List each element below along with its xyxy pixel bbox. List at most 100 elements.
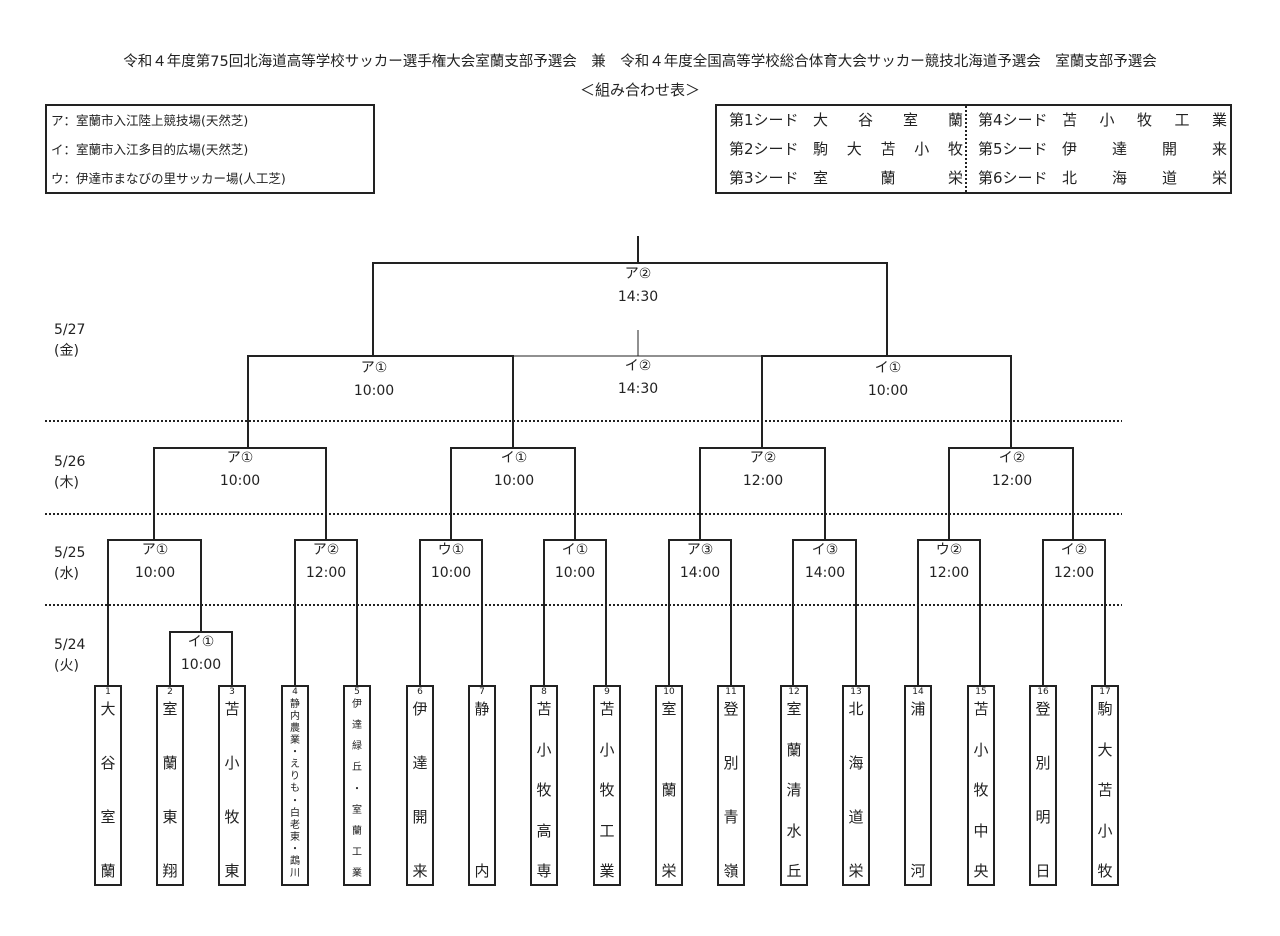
match-time: 10:00 xyxy=(554,565,596,581)
match-venue: ア② xyxy=(312,542,340,558)
match-venue: ア③ xyxy=(686,542,714,558)
match-time: 14:00 xyxy=(679,565,721,581)
team-16: 16 登別明日 xyxy=(1029,685,1057,886)
team-8: 8 苫小牧高専 xyxy=(530,685,558,886)
team-name-char: 苫 xyxy=(536,700,552,718)
team-name-char: 蘭 xyxy=(162,754,178,772)
match-venue: ア② xyxy=(624,266,652,282)
match-venue: ウ① xyxy=(437,542,465,558)
match-time: 12:00 xyxy=(928,565,970,581)
team-name-char: 央 xyxy=(973,862,989,880)
qf-line xyxy=(153,447,327,540)
team-name-char: 栄 xyxy=(848,862,864,880)
team-name-char: 道 xyxy=(848,808,864,826)
team-name-char: 高 xyxy=(536,821,552,840)
seed-label: 第2シード xyxy=(729,140,799,158)
team-name-char: 浦 xyxy=(910,700,926,718)
team-number: 1 xyxy=(105,687,111,697)
date-5-27: 5/27 (金) xyxy=(54,320,85,362)
match-r8: イ② 12:00 xyxy=(1029,539,1119,585)
team-name-char: え xyxy=(290,759,300,771)
seed-table: 第1シード 大谷室蘭 第2シード 駒大苫小牧 第3シード 室蘭栄 第4シード 苫… xyxy=(715,104,1232,194)
team-10: 10 室蘭栄 xyxy=(655,685,683,886)
team-name-char: 大 xyxy=(100,700,116,718)
team-name-char: 別 xyxy=(1035,754,1051,772)
match-time: 10:00 xyxy=(353,383,395,399)
qf-line xyxy=(699,447,826,540)
team-name-char: 達 xyxy=(412,754,428,772)
team-name-char: 翔 xyxy=(162,862,178,880)
team-name-char: 工 xyxy=(352,846,362,858)
team-name-char: 業 xyxy=(599,862,615,880)
seed-school: 室蘭栄 xyxy=(813,169,963,187)
team-12: 12 室蘭清水丘 xyxy=(780,685,808,886)
team-name-char: 室 xyxy=(661,700,677,718)
team-15: 15 苫小牧中央 xyxy=(967,685,995,886)
team-name-char: ・ xyxy=(352,783,362,795)
team-7: 7 静内 xyxy=(468,685,496,886)
team-name-char: 苫 xyxy=(973,700,989,718)
team-name-char: 小 xyxy=(1097,821,1113,840)
team-name-char: 小 xyxy=(536,740,552,759)
team-name-char: 牧 xyxy=(599,781,615,799)
match-venue: ア② xyxy=(749,450,777,466)
date-day: 5/25 xyxy=(54,545,86,561)
team-name-char: 牧 xyxy=(973,781,989,799)
team-name-char: 小 xyxy=(973,740,989,759)
match-venue: イ① xyxy=(187,634,215,650)
date-5-24: 5/24 (火) xyxy=(54,635,85,677)
team-name-char: ・ xyxy=(290,747,300,759)
match-time: 12:00 xyxy=(305,565,347,581)
team-name: 北海道栄 xyxy=(844,701,868,880)
team-5: 5 伊達緑丘・室蘭工業 xyxy=(343,685,371,886)
date-weekday: (木) xyxy=(54,475,79,491)
team-6: 6 伊達開来 xyxy=(406,685,434,886)
r1-line xyxy=(419,539,483,686)
team-number: 11 xyxy=(725,687,737,697)
r1-line xyxy=(107,539,202,686)
r1-line xyxy=(917,539,981,686)
team-name-char: 大 xyxy=(1097,740,1113,759)
match-time: 14:30 xyxy=(617,289,659,305)
match-r6: イ③ 14:00 xyxy=(780,539,870,585)
team-name-char: 嶺 xyxy=(723,862,739,880)
team-name-char: 白 xyxy=(290,807,300,819)
team-name-char: 河 xyxy=(910,862,926,880)
team-name-char: 内 xyxy=(290,711,300,723)
match-venue: ウ② xyxy=(935,542,963,558)
match-venue: ア① xyxy=(360,360,388,376)
match-time: 10:00 xyxy=(134,565,176,581)
team-name-char: 牧 xyxy=(224,808,240,826)
team-name-char: り xyxy=(290,771,300,783)
team-name-char: 達 xyxy=(352,720,362,732)
team-name-char: 別 xyxy=(723,754,739,772)
match-venue: イ② xyxy=(624,358,652,374)
team-number: 13 xyxy=(850,687,862,697)
team-number: 4 xyxy=(292,687,298,697)
seed-school: 駒大苫小牧 xyxy=(813,140,963,158)
match-time: 12:00 xyxy=(991,473,1033,489)
team-name-char: 明 xyxy=(1035,808,1051,826)
match-venue: イ① xyxy=(561,542,589,558)
team-number: 6 xyxy=(417,687,423,697)
team-name-char: 緑 xyxy=(352,741,362,753)
team-name-char: 東 xyxy=(224,862,240,880)
match-r7: ウ② 12:00 xyxy=(904,539,994,585)
r1-line xyxy=(294,539,358,686)
match-semi-right: イ① 10:00 xyxy=(843,357,933,403)
match-time: 12:00 xyxy=(1053,565,1095,581)
page-title: 令和４年度第75回北海道高等学校サッカー選手権大会室蘭支部予選会 兼 令和４年度… xyxy=(123,54,1157,70)
match-qf2: イ① 10:00 xyxy=(469,447,559,493)
match-play-in: イ① 10:00 xyxy=(156,631,246,677)
match-r5: ア③ 14:00 xyxy=(655,539,745,585)
match-final: ア② 14:30 xyxy=(593,263,683,309)
team-name-char: 清 xyxy=(786,781,802,799)
team-9: 9 苫小牧工業 xyxy=(593,685,621,886)
team-name-char: 登 xyxy=(1035,700,1051,718)
team-name-char: 水 xyxy=(786,821,802,840)
team-number: 10 xyxy=(663,687,675,697)
match-time: 10:00 xyxy=(493,473,535,489)
match-r1: ア① 10:00 xyxy=(110,539,200,585)
team-name-char: 室 xyxy=(786,700,802,718)
team-name-char: 室 xyxy=(100,808,116,826)
